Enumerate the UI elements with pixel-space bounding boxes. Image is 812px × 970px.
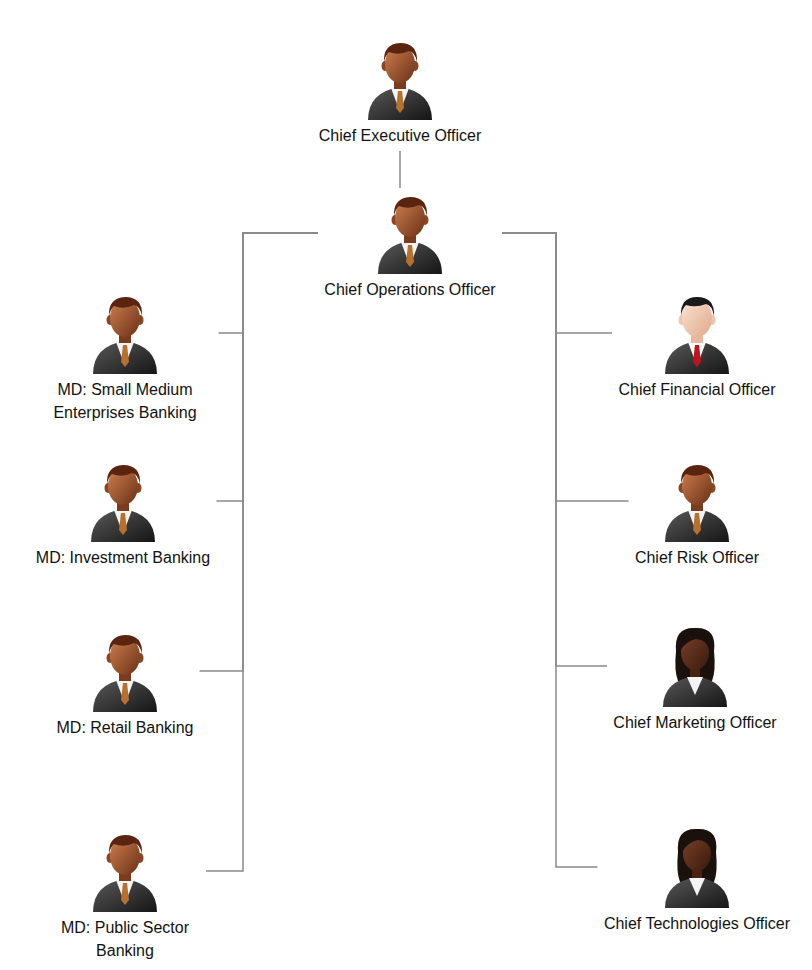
person-node: MD: Public Sector Banking xyxy=(46,830,204,962)
role-label: Chief Technologies Officer xyxy=(604,912,790,935)
org-connector xyxy=(502,233,629,501)
role-label: MD: Investment Banking xyxy=(36,546,210,569)
person-icon xyxy=(90,830,160,912)
person-icon xyxy=(662,460,732,542)
person-node: MD: Investment Banking xyxy=(32,460,215,569)
person-icon xyxy=(660,625,730,707)
role-label: MD: Retail Banking xyxy=(57,716,194,739)
role-label: Chief Risk Officer xyxy=(635,546,759,569)
org-connector xyxy=(502,233,607,666)
role-label: Chief Operations Officer xyxy=(324,278,495,301)
person-node: MD: Small Medium Enterprises Banking xyxy=(34,292,217,424)
org-connector xyxy=(219,233,319,333)
person-icon xyxy=(88,460,158,542)
person-icon xyxy=(375,192,445,274)
person-node: Chief Financial Officer xyxy=(614,292,780,401)
role-label: MD: Small Medium Enterprises Banking xyxy=(38,378,213,424)
role-label: Chief Executive Officer xyxy=(319,124,481,147)
person-icon xyxy=(662,292,732,374)
person-node: MD: Retail Banking xyxy=(53,630,198,739)
org-connector xyxy=(502,233,598,867)
org-connector xyxy=(502,233,612,333)
role-label: Chief Marketing Officer xyxy=(613,711,776,734)
org-connector xyxy=(200,233,319,671)
org-connector xyxy=(399,151,401,188)
person-icon xyxy=(90,292,160,374)
person-node: Chief Marketing Officer xyxy=(609,625,781,734)
person-icon xyxy=(365,38,435,120)
org-connector xyxy=(206,233,318,871)
person-icon xyxy=(90,630,160,712)
role-label: MD: Public Sector Banking xyxy=(50,916,200,962)
person-node: Chief Executive Officer xyxy=(315,38,486,147)
person-node: Chief Technologies Officer xyxy=(600,826,795,935)
person-node: Chief Operations Officer xyxy=(320,192,500,301)
role-label: Chief Financial Officer xyxy=(618,378,775,401)
person-icon xyxy=(662,826,732,908)
person-node: Chief Risk Officer xyxy=(631,460,764,569)
org-connector xyxy=(217,233,319,501)
